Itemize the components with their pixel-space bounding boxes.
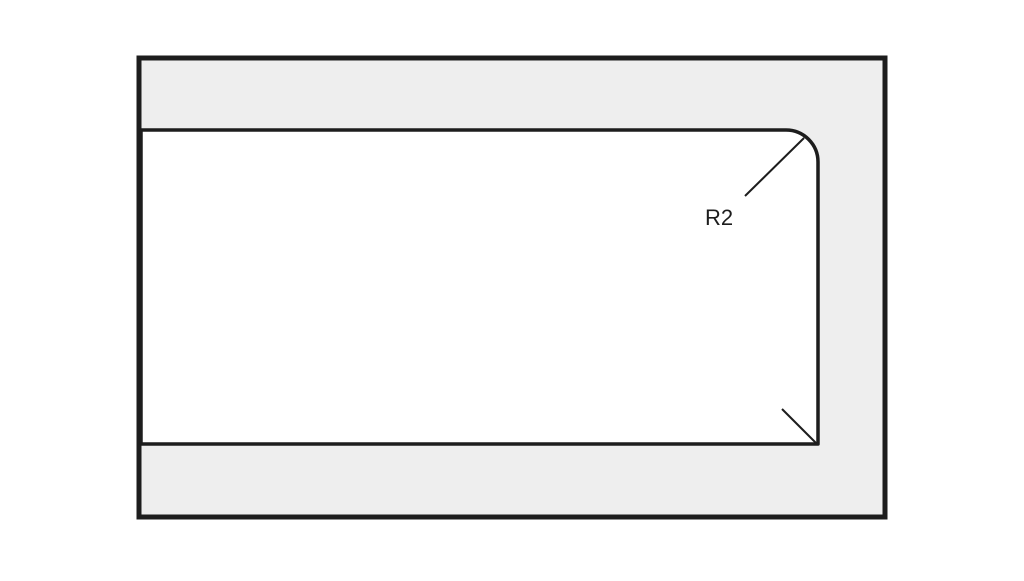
inner-pocket-outline bbox=[139, 128, 820, 446]
radius-dimension-label: R2 bbox=[705, 205, 733, 230]
radius-leader-line bbox=[744, 137, 805, 197]
sharp-corner-marker-line bbox=[781, 408, 817, 444]
